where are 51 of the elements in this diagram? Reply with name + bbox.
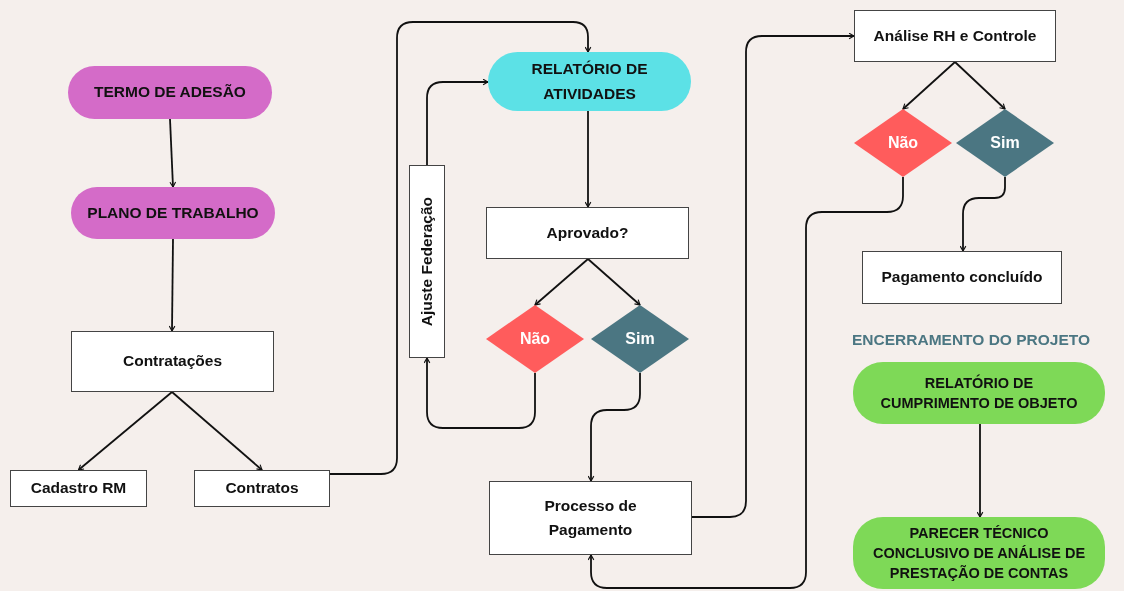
arrow (168, 238, 176, 332)
arrow (423, 357, 536, 429)
process-box (486, 207, 689, 259)
section-heading: ENCERRAMENTO DO PROJETO (852, 331, 1090, 349)
decision-diamond (591, 305, 689, 373)
node-label: PLANO DE TRABALHO (86, 203, 260, 223)
process-box (194, 470, 330, 507)
terminal-pill (853, 517, 1105, 589)
process-box (10, 470, 147, 507)
process-box (854, 10, 1056, 62)
node-label: Não (886, 132, 920, 153)
node-label: Aprovado? (545, 223, 630, 243)
node-label: TERMO DE ADESÃO (93, 82, 247, 103)
arrow (902, 61, 956, 110)
node-label: Contratos (224, 478, 300, 499)
arrow (959, 176, 1006, 252)
node-label: Contratações (121, 351, 224, 372)
arrow (976, 423, 984, 518)
arrow (169, 118, 177, 188)
arrow (77, 391, 173, 471)
process-box (71, 331, 274, 392)
node-label: Processo de Pagamento (543, 496, 638, 540)
node-label: RELATÓRIO DE ATIVIDADES (530, 59, 649, 104)
arrow (171, 391, 263, 471)
terminal-pill (71, 187, 275, 239)
node-label: Análise RH e Controle (872, 26, 1038, 46)
decision-diamond (956, 109, 1054, 177)
arrow (329, 21, 592, 475)
process-box (489, 481, 692, 555)
node-label: Sim (989, 132, 1021, 153)
node-label: Cadastro RM (29, 478, 128, 499)
arrow (954, 61, 1006, 110)
arrow (587, 372, 641, 482)
arrow (587, 176, 904, 589)
arrow (587, 258, 641, 306)
decision-diamond (486, 305, 584, 373)
node-label: Ajuste Federação (417, 196, 436, 327)
process-box (862, 251, 1062, 304)
arrow (691, 32, 855, 518)
arrow (426, 78, 489, 166)
terminal-pill (68, 66, 272, 119)
node-label: Sim (624, 328, 656, 349)
node-label: Não (518, 328, 552, 349)
terminal-pill (853, 362, 1105, 424)
node-label: Pagamento concluído (880, 267, 1044, 288)
arrow (584, 110, 592, 208)
node-label: PARECER TÉCNICO CONCLUSIVO DE ANÁLISE DE PRESTAÇÃO DE CONTAS (871, 523, 1087, 584)
decision-diamond (854, 109, 952, 177)
arrow (534, 258, 589, 306)
node-label: RELATÓRIO DE CUMPRIMENTO DE OBJETO (879, 373, 1079, 413)
process-box (409, 165, 445, 358)
